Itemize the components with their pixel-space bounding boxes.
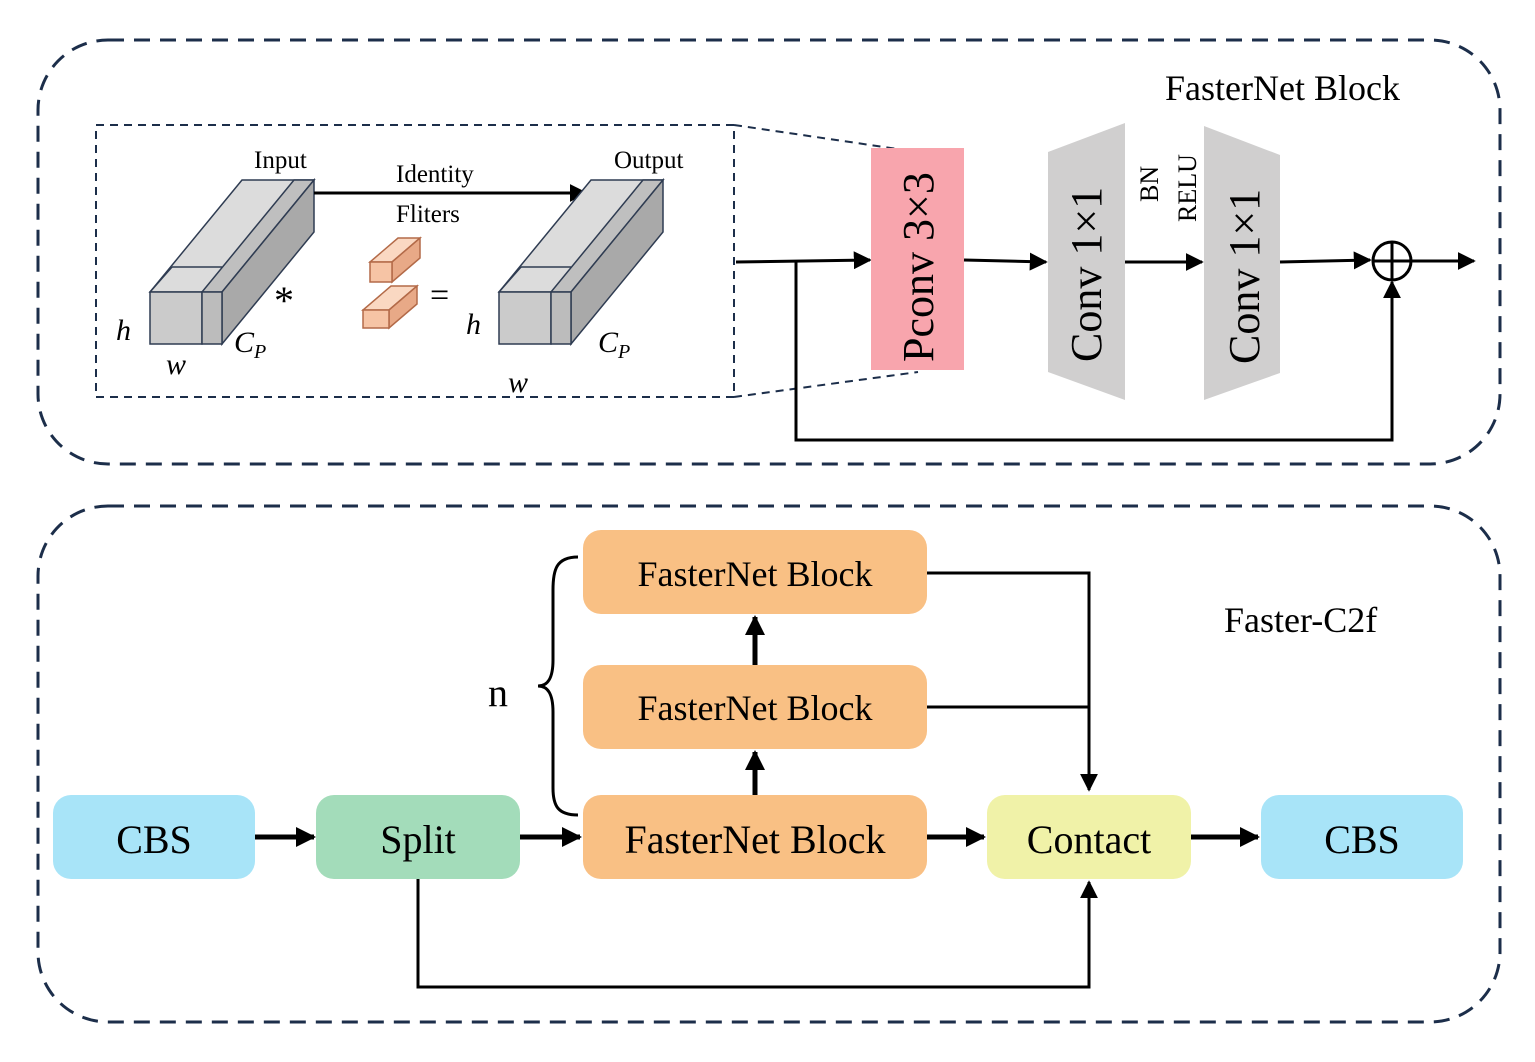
split-block <box>316 795 520 879</box>
pconv-block <box>871 148 964 370</box>
pconv-to-conv1-arrow <box>963 252 1048 271</box>
input-cube <box>148 177 316 347</box>
equals-symbol: = <box>430 277 449 314</box>
output-h-label: h <box>466 308 481 341</box>
output-cube <box>497 177 665 347</box>
pconv-detail-box <box>95 124 735 398</box>
filter-upper <box>367 236 423 284</box>
relu-label: RELU <box>1173 154 1202 222</box>
filter-lower <box>360 284 420 330</box>
conv1-block <box>1048 123 1125 400</box>
bottom-panel-title: Faster-C2f <box>1224 600 1377 640</box>
n-brace <box>537 555 579 817</box>
n-label: n <box>488 670 508 715</box>
conv2-label: Conv 1×1 <box>1220 189 1269 364</box>
fasternet-block-1 <box>583 795 927 879</box>
filters-label: Fliters <box>396 201 460 228</box>
top-panel-title: FasterNet Block <box>1165 68 1400 108</box>
fasternet-block-3 <box>583 530 927 614</box>
fasternet-block-2-label: FasterNet Block <box>638 688 873 728</box>
add-node <box>1371 240 1413 282</box>
bn-label: BN <box>1135 166 1164 202</box>
input-flow-arrow <box>735 251 872 270</box>
bottom-panel-border <box>36 504 1502 1024</box>
cbs-in-block <box>53 795 255 879</box>
contact-label: Contact <box>1027 817 1151 862</box>
output-label: Output <box>614 147 684 174</box>
fasternet-block-2 <box>583 665 927 749</box>
cbs-in-label: CBS <box>116 817 192 862</box>
contact-block <box>987 795 1191 879</box>
conv1-label: Conv 1×1 <box>1062 187 1111 362</box>
skip-connection-arrow <box>794 262 1401 442</box>
output-cp-label: CP <box>598 326 630 363</box>
conv2-block <box>1204 126 1280 400</box>
conv2-to-add-arrow <box>1279 251 1372 270</box>
input-cp-label: CP <box>234 326 266 363</box>
fasternet-block-3-label: FasterNet Block <box>638 554 873 594</box>
fasternet-block-1-label: FasterNet Block <box>624 817 885 862</box>
top-panel-border <box>36 38 1502 466</box>
input-h-label: h <box>116 314 131 347</box>
input-label: Input <box>254 147 307 174</box>
star-symbol: * <box>274 278 294 323</box>
cbs-out-block <box>1261 795 1463 879</box>
pconv-block-label: Pconv 3×3 <box>894 172 943 362</box>
output-w-label: w <box>508 366 528 399</box>
identity-label: Identity <box>396 161 474 188</box>
zoom-line-top <box>733 124 919 153</box>
cbs-out-label: CBS <box>1324 817 1400 862</box>
split-bypass-arrow <box>416 879 1098 989</box>
input-w-label: w <box>166 348 186 381</box>
block3-to-contact-line <box>927 571 1098 792</box>
split-label: Split <box>380 817 456 862</box>
zoom-line-bottom <box>733 371 919 398</box>
